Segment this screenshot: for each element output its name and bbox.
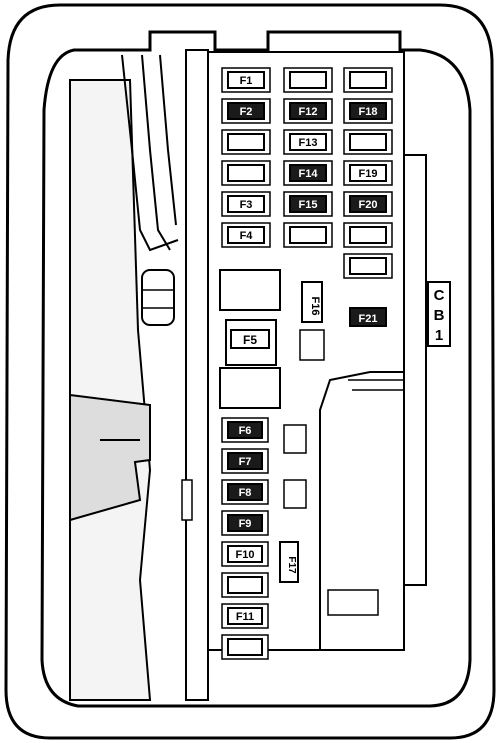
connector-boss <box>141 269 175 326</box>
fuse-f8[interactable] <box>227 483 263 501</box>
relay-slot-upper <box>219 269 281 311</box>
empty-fuse-slot <box>227 164 265 182</box>
cb1-line2: B <box>434 307 445 324</box>
fuse-f17[interactable] <box>279 541 299 583</box>
mounting-bracket <box>69 393 151 522</box>
fuse-f11[interactable] <box>227 607 263 625</box>
fuse-f6-label: F6 <box>239 425 252 437</box>
fuse-f9[interactable] <box>227 514 263 532</box>
fuse-f1[interactable] <box>227 71 265 89</box>
fuse-f18[interactable] <box>349 102 387 120</box>
fuse-f9-label: F9 <box>239 518 252 530</box>
relay-slot-lower <box>219 367 281 409</box>
fuse-f20-label: F20 <box>359 199 378 211</box>
fuse-f11-label: F11 <box>236 611 254 623</box>
fuse-f1-label: F1 <box>240 75 253 87</box>
fuse-f4[interactable] <box>227 226 265 244</box>
fuse-f3[interactable] <box>227 195 265 213</box>
fuse-f18-label: F18 <box>359 106 378 118</box>
fuse-f16-label: F16 <box>309 297 321 316</box>
right-panel-edge <box>403 154 427 586</box>
fuse-f12[interactable] <box>289 102 327 120</box>
fuse-f6[interactable] <box>227 421 263 439</box>
empty-fuse-slot <box>227 133 265 151</box>
fuse-f10-label: F10 <box>236 549 255 561</box>
fuse-f8-label: F8 <box>239 487 252 499</box>
fuse-f2-label: F2 <box>240 106 253 118</box>
empty-fuse-slot <box>349 133 387 151</box>
empty-fuse-slot <box>349 226 387 244</box>
fuse-f13[interactable] <box>289 133 327 151</box>
empty-fuse-slot <box>227 576 263 594</box>
fuse-f14[interactable] <box>289 164 327 182</box>
divider-clip <box>181 479 193 521</box>
fuse-f21-label: F21 <box>359 313 378 325</box>
fuse-f2[interactable] <box>227 102 265 120</box>
empty-fuse-slot <box>349 71 387 89</box>
fuse-f19-label: F19 <box>359 168 378 180</box>
fuse-f14-label: F14 <box>299 168 319 180</box>
cb1-line3: 1 <box>435 327 443 344</box>
empty-fuse-slot <box>289 226 327 244</box>
left-cavity <box>69 79 152 701</box>
fuse-f21[interactable] <box>349 307 387 327</box>
empty-fuse-slot <box>227 638 263 656</box>
fuse-f3-label: F3 <box>240 199 253 211</box>
wire-harness <box>121 54 179 252</box>
fuse-f20[interactable] <box>349 195 387 213</box>
fuse-f4-label: F4 <box>240 230 254 242</box>
fuse-f7-label: F7 <box>239 456 252 468</box>
slot-lower-mid-2 <box>283 479 307 509</box>
fuse-f16[interactable] <box>301 281 323 323</box>
slot-lower-mid-1 <box>283 424 307 454</box>
fuse-f5-label: F5 <box>243 333 257 347</box>
connector-block <box>319 371 405 651</box>
fuse-slot-below-f16 <box>299 329 325 361</box>
cb1-line1: C <box>434 287 445 304</box>
empty-fuse-slot <box>349 257 387 275</box>
fuse-f5[interactable] <box>230 329 270 349</box>
fuse-f10[interactable] <box>227 545 263 563</box>
fuse-f15-label: F15 <box>299 199 318 211</box>
fuse-f12-label: F12 <box>299 106 318 118</box>
fuse-f7[interactable] <box>227 452 263 470</box>
empty-fuse-slot <box>289 71 327 89</box>
fuse-f13-label: F13 <box>299 137 318 149</box>
fuse-f19[interactable] <box>349 164 387 182</box>
fuse-f15[interactable] <box>289 195 327 213</box>
circuit-breaker-cb1[interactable] <box>427 281 451 347</box>
center-divider <box>185 49 209 701</box>
fuse-f17-label: F17 <box>286 556 297 574</box>
